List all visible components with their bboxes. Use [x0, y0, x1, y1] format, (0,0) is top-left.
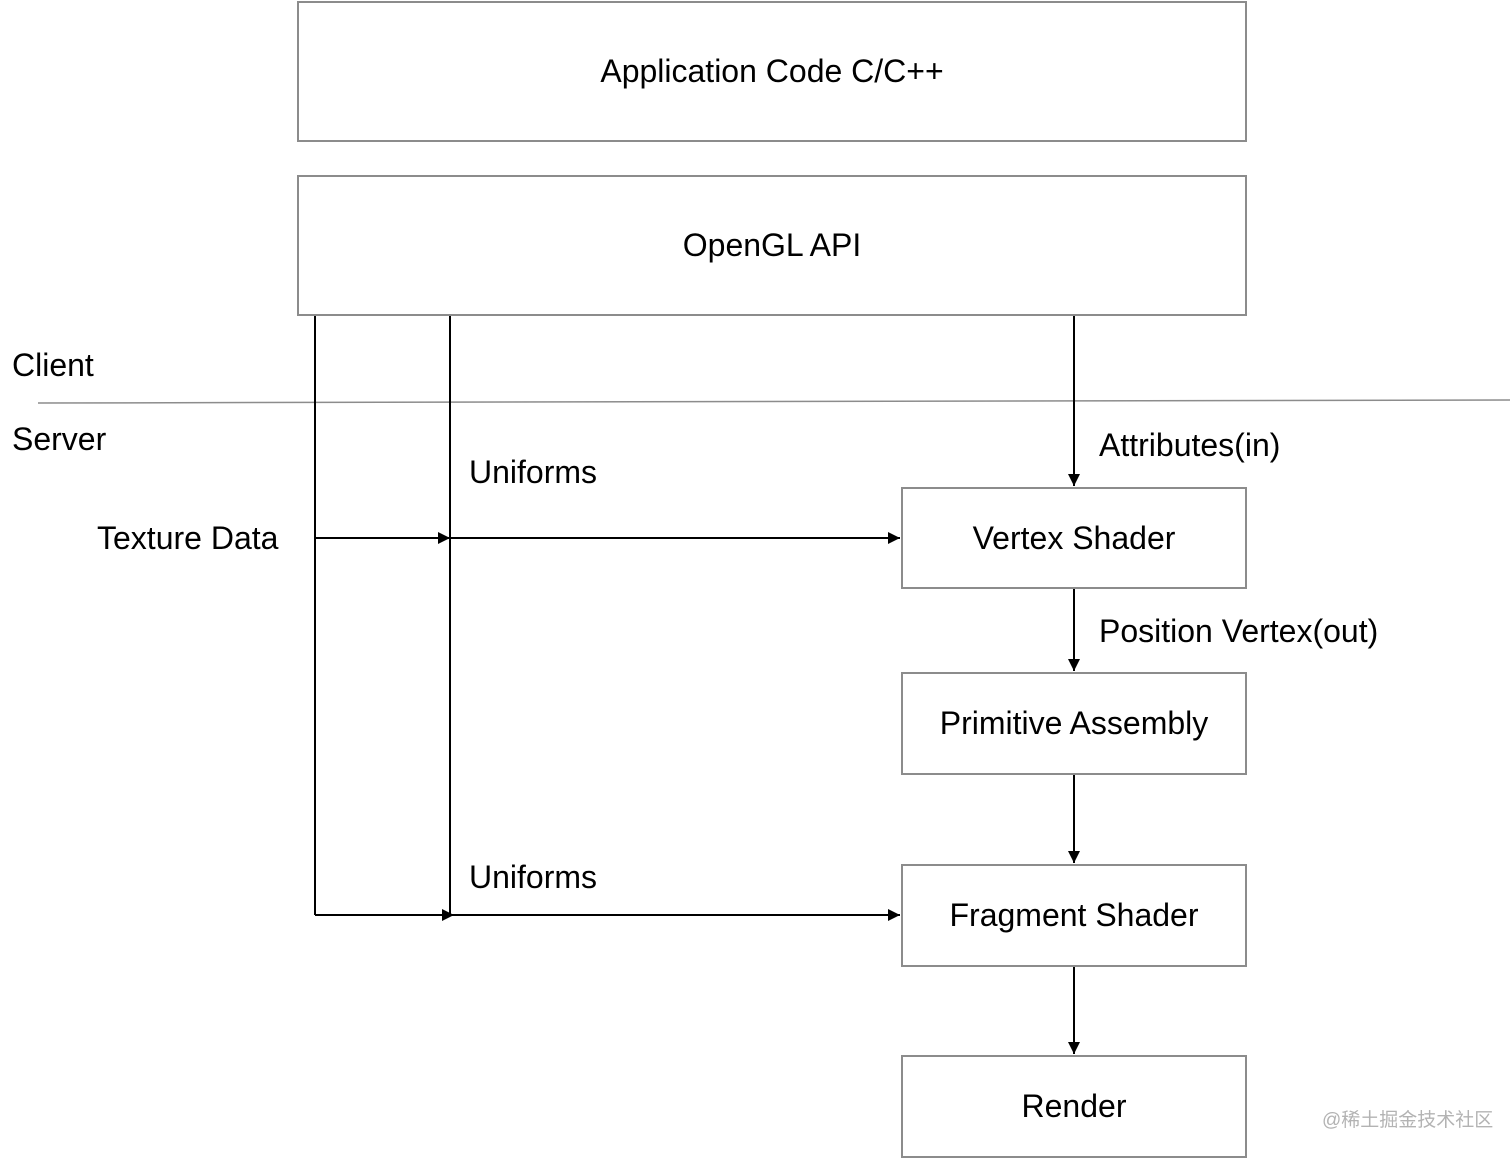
render-label: Render	[1021, 1088, 1127, 1124]
uniforms-top-label: Uniforms	[469, 454, 598, 490]
client-server-divider	[37, 399, 1511, 404]
application-code-label: Application Code C/C++	[600, 53, 944, 89]
application-code-box: Application Code C/C++	[297, 1, 1247, 142]
fragment-shader-box: Fragment Shader	[901, 864, 1247, 967]
vertex-shader-box: Vertex Shader	[901, 487, 1247, 589]
primitive-assembly-box: Primitive Assembly	[901, 672, 1247, 775]
fragment-shader-label: Fragment Shader	[949, 897, 1199, 933]
primitive-assembly-label: Primitive Assembly	[939, 705, 1209, 741]
server-label: Server	[12, 421, 107, 457]
position-vertex-out-label: Position Vertex(out)	[1099, 613, 1379, 649]
vertex-shader-label: Vertex Shader	[972, 519, 1176, 556]
texture-data-label: Texture Data	[97, 520, 279, 556]
opengl-api-box: OpenGL API	[297, 175, 1247, 316]
uniforms-bottom-label: Uniforms	[469, 859, 598, 895]
attributes-in-label: Attributes(in)	[1099, 427, 1281, 463]
client-label: Client	[12, 347, 94, 383]
watermark-text: @稀土掘金技术社区	[1322, 1110, 1494, 1131]
render-box: Render	[901, 1055, 1247, 1158]
opengl-api-label: OpenGL API	[682, 227, 862, 263]
